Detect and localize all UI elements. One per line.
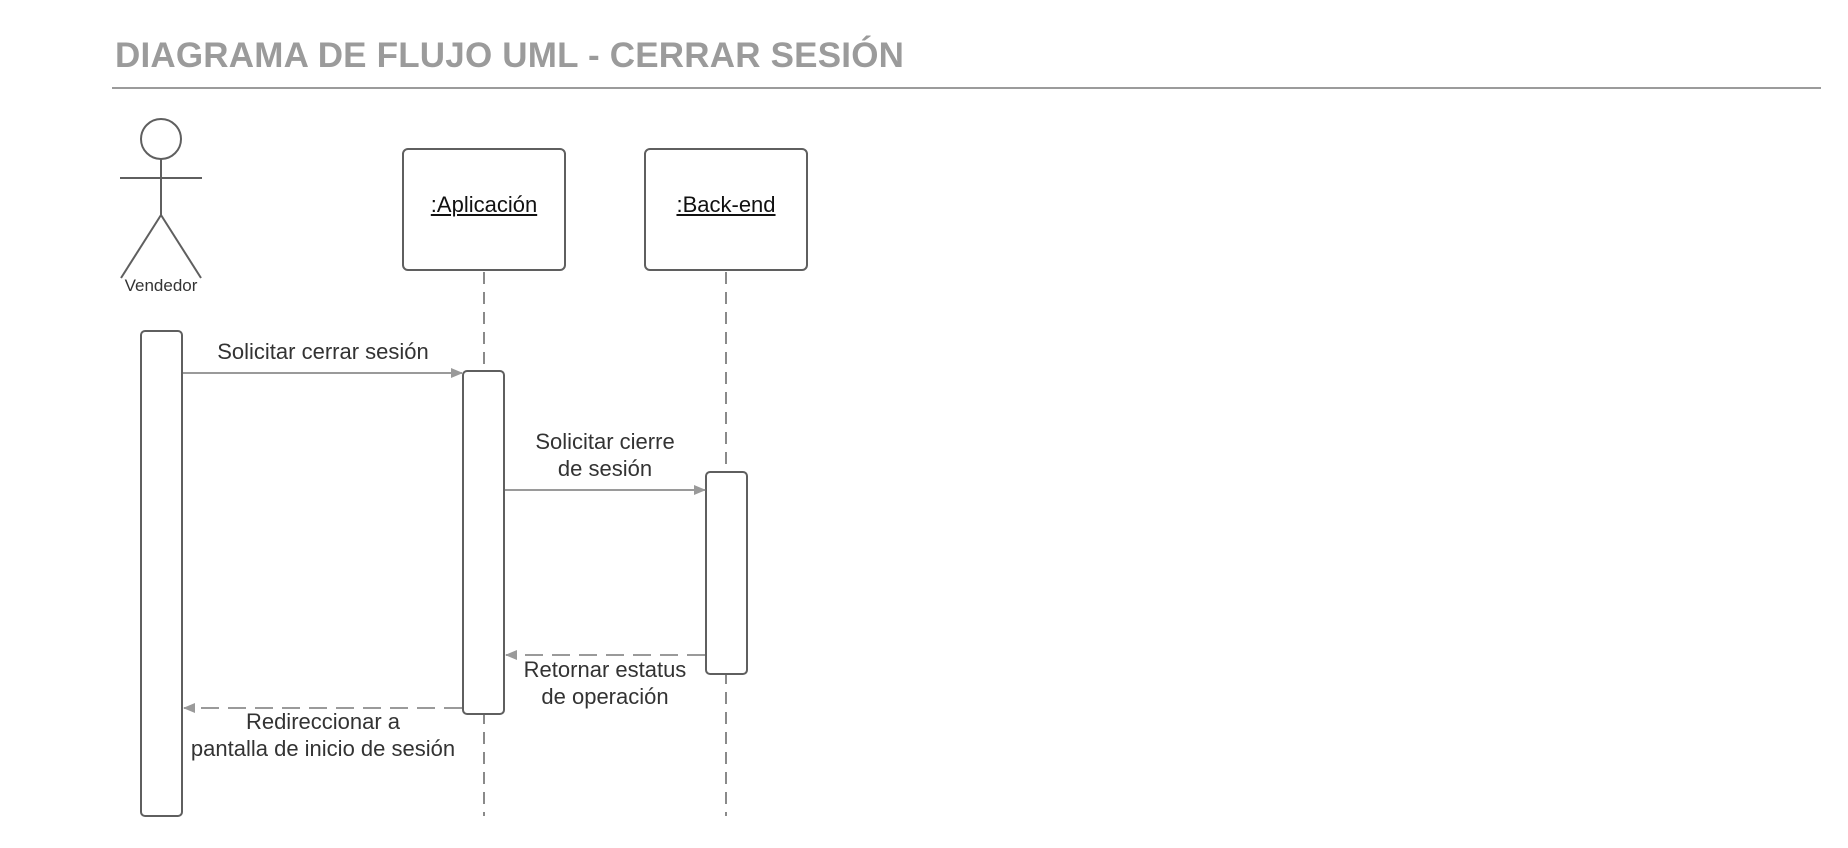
activation-bar-aplicacion[interactable] (462, 370, 505, 715)
message-label-solicitar-cerrar-sesion: Solicitar cerrar sesión (183, 338, 463, 365)
message-label-redireccionar: Redireccionar a pantalla de inicio de se… (173, 708, 473, 762)
message-label-line: Retornar estatus (523, 657, 687, 682)
message-label-line: Solicitar cerrar sesión (217, 339, 429, 364)
actor-vendedor-figure[interactable] (120, 118, 202, 279)
page-title: DIAGRAMA DE FLUJO UML - CERRAR SESIÓN (115, 36, 905, 75)
actor-left-leg (120, 214, 162, 279)
actor-label-vendedor: Vendedor (124, 276, 198, 295)
message-label-line: de sesión (557, 456, 653, 481)
activation-bar-vendedor[interactable] (140, 330, 183, 817)
object-box-backend[interactable] (644, 148, 808, 271)
actor-head (140, 118, 182, 160)
object-label-backend: :Back-end (676, 192, 776, 217)
object-box-aplicacion[interactable] (402, 148, 566, 271)
title-divider (112, 87, 1821, 89)
actor-right-leg (160, 214, 202, 279)
object-label-aplicacion: :Aplicación (430, 192, 538, 217)
message-label-retornar-estatus: Retornar estatus de operación (505, 656, 705, 710)
activation-bar-backend[interactable] (705, 471, 748, 675)
message-label-line: pantalla de inicio de sesión (190, 736, 456, 761)
message-label-line: de operación (541, 684, 669, 709)
message-label-line: Solicitar cierre (535, 429, 675, 454)
message-label-solicitar-cierre: Solicitar cierre de sesión (505, 428, 705, 482)
message-label-line: Redireccionar a (245, 709, 401, 734)
